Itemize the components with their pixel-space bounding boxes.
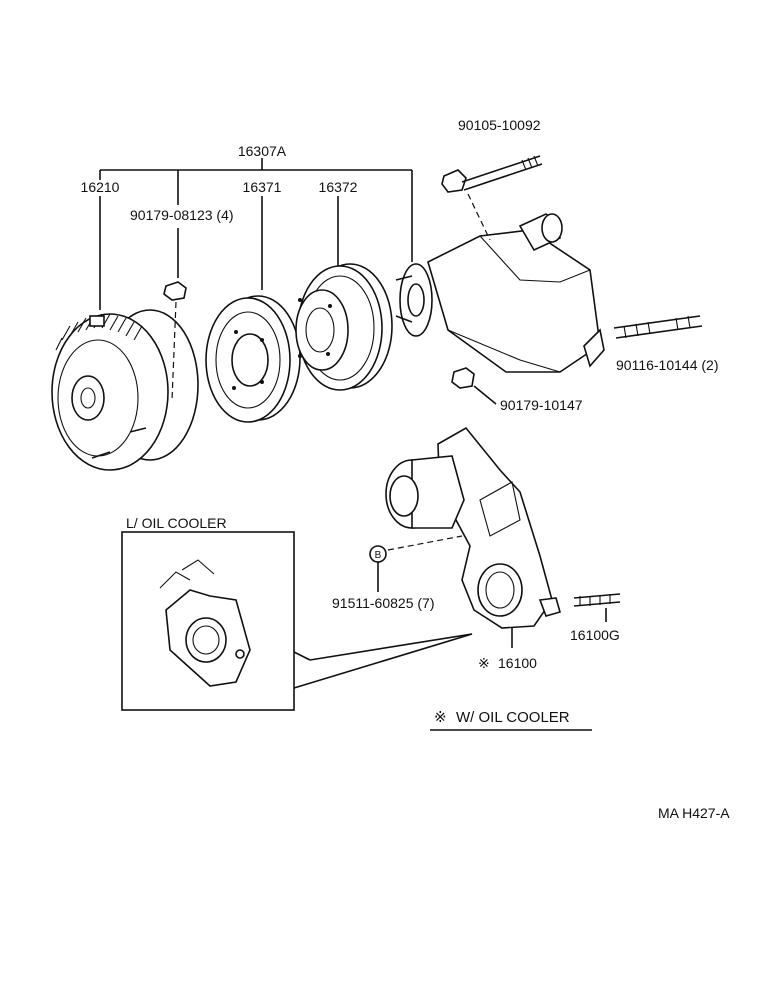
diagram-code: MA H427-A	[658, 805, 730, 821]
stud-90116-10144	[613, 315, 703, 339]
label-90116-10144: 90116-10144 (2)	[616, 357, 718, 373]
label-16371: 16371	[243, 179, 282, 195]
asterisk-mark-16100: ※	[478, 655, 490, 671]
w-oil-cooler-note: ※ W/ OIL COOLER	[430, 709, 592, 731]
bolt-marker-b: B	[369, 535, 463, 592]
nut-90179-10147	[451, 367, 497, 405]
nut-90179-08123	[163, 281, 187, 401]
water-pump-16100	[385, 426, 561, 648]
label-16100: 16100	[498, 655, 537, 671]
label-16100G: 16100G	[570, 627, 620, 643]
label-16372: 16372	[319, 179, 358, 195]
fan-clutch-16210	[51, 309, 199, 471]
group-bracket-16307A	[99, 158, 413, 310]
pulley-16371	[205, 295, 301, 423]
label-90179-10147: 90179-10147	[500, 397, 583, 413]
pulley-16372	[295, 263, 393, 391]
asterisk-mark-note: ※	[434, 709, 447, 726]
w-oil-cooler-text: W/ OIL COOLER	[456, 709, 570, 726]
water-pump-upper-assembly	[395, 213, 605, 373]
bolt-90105-10092	[441, 155, 543, 241]
bolt-marker-b-letter: B	[375, 550, 382, 561]
label-16210: 16210	[81, 179, 120, 195]
label-90105-10092: 90105-10092	[458, 117, 541, 133]
oil-cooler-box-title: L/ OIL COOLER	[126, 515, 227, 531]
oil-cooler-inset	[121, 531, 473, 711]
label-16307A: 16307A	[238, 143, 287, 159]
stud-16100G	[573, 593, 621, 622]
label-90179-08123: 90179-08123 (4)	[130, 207, 234, 223]
label-91511-60825: 91511-60825 (7)	[332, 595, 434, 611]
